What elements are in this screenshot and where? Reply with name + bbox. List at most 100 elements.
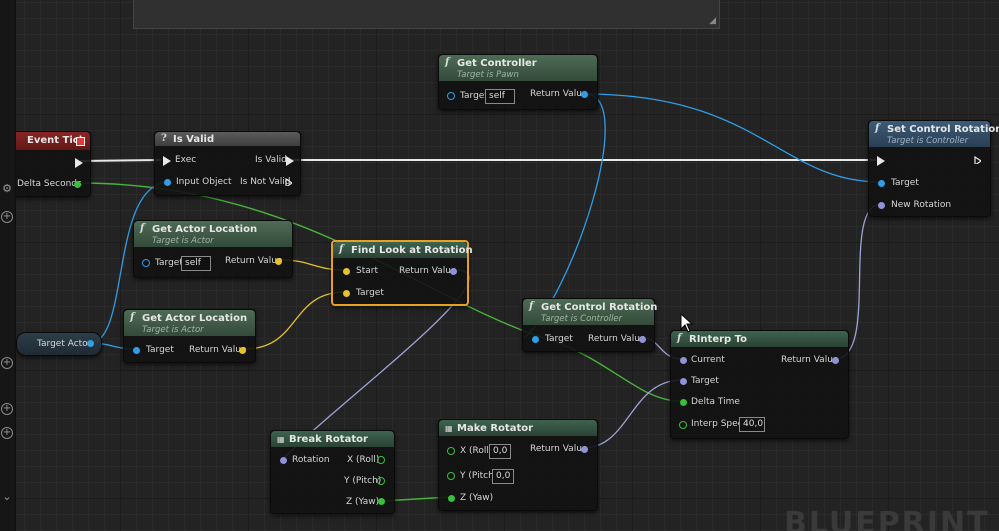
pin-label: Return Value xyxy=(588,334,646,344)
return-value-pin[interactable] xyxy=(639,336,646,343)
find-look-at-rotation-node[interactable]: f Find Look at Rotation Start Return Val… xyxy=(331,240,473,306)
z-yaw-pin[interactable] xyxy=(378,498,385,505)
pin-label: Target xyxy=(155,258,183,268)
target-actor-variable-node[interactable]: Target Actor xyxy=(16,332,102,356)
pin-label: Z (Yaw) xyxy=(460,493,494,503)
pin-label: Target xyxy=(545,334,573,344)
set-control-rotation-node[interactable]: f Set Control Rotation Target is Control… xyxy=(868,120,999,217)
comment-box[interactable]: ◢ xyxy=(133,0,720,29)
get-control-rotation-node[interactable]: f Get Control Rotation Target is Control… xyxy=(522,298,658,352)
z-yaw-pin[interactable] xyxy=(448,495,455,502)
pin-label: Interp Speed xyxy=(691,419,749,429)
get-actor-location-node-2[interactable]: f Get Actor Location Target is Actor Tar… xyxy=(123,309,256,363)
wire-delta-seconds xyxy=(78,182,681,402)
get-controller-node[interactable]: f Get Controller Target is Pawn Target s… xyxy=(438,54,598,110)
delta-seconds-pin[interactable] xyxy=(74,181,81,188)
x-roll-pin[interactable] xyxy=(447,447,455,455)
break-rotator-node[interactable]: ▦ Break Rotator Rotation X (Roll) Y (Pit… xyxy=(270,430,395,514)
pin-label: Return Value xyxy=(225,256,283,266)
target-pin[interactable] xyxy=(133,347,140,354)
node-title: Break Rotator xyxy=(289,434,368,445)
is-valid-node[interactable]: ?Is Valid Exec Is Valid Input Object Is … xyxy=(154,131,301,196)
node-title: Get Actor Location xyxy=(152,224,258,235)
function-icon: f xyxy=(140,223,145,234)
gear-icon[interactable]: ⚙ xyxy=(2,182,12,195)
make-rotator-node[interactable]: ▦ Make Rotator X (Roll) 0,0 Return Value… xyxy=(438,419,598,511)
current-pin[interactable] xyxy=(680,357,687,364)
pin-label: Is Valid xyxy=(255,155,287,165)
pin-label: Target xyxy=(356,288,384,298)
function-icon: f xyxy=(445,57,450,68)
return-value-pin[interactable] xyxy=(275,258,282,265)
pin-label: Y (Pitch) xyxy=(344,476,382,486)
interp-speed-field[interactable]: 40,0 xyxy=(739,417,765,432)
target-actor-out-pin[interactable] xyxy=(87,340,94,347)
target-pin[interactable] xyxy=(878,180,885,187)
input-object-pin[interactable] xyxy=(164,179,171,186)
node-title: Get Controller xyxy=(457,58,537,69)
target-self-field[interactable]: self xyxy=(485,89,515,104)
pin-label: Is Not Valid xyxy=(240,177,291,187)
pin-label: Return Value xyxy=(530,89,588,99)
y-pitch-pin[interactable] xyxy=(377,477,385,485)
add-icon[interactable]: + xyxy=(1,403,13,415)
x-roll-field[interactable]: 0,0 xyxy=(489,444,511,459)
resize-grip-icon[interactable]: ◢ xyxy=(709,16,716,26)
interp-speed-pin[interactable] xyxy=(679,421,687,429)
target-pin[interactable] xyxy=(447,92,455,100)
exec-out-pin[interactable] xyxy=(75,158,83,168)
target-pin[interactable] xyxy=(343,290,350,297)
node-title: Event Tick xyxy=(27,135,86,146)
return-value-pin[interactable] xyxy=(832,357,839,364)
pin-label: Target xyxy=(146,345,174,355)
node-title: Get Control Rotation xyxy=(541,302,658,313)
target-pin[interactable] xyxy=(142,259,150,267)
blueprint-watermark: BLUEPRINT xyxy=(784,506,990,531)
event-tick-node[interactable]: Event Tick Delta Seconds xyxy=(12,131,91,197)
rinterp-to-node[interactable]: f RInterp To Current Return Value Target… xyxy=(670,330,849,439)
target-self-field[interactable]: self xyxy=(181,256,211,271)
add-icon[interactable]: + xyxy=(1,357,13,369)
target-pin[interactable] xyxy=(680,378,687,385)
pin-label: Target xyxy=(460,91,488,101)
pin-label: New Rotation xyxy=(891,200,952,210)
pin-label: Input Object xyxy=(176,177,232,187)
node-title: RInterp To xyxy=(689,334,748,345)
question-icon: ? xyxy=(161,133,167,144)
function-icon: f xyxy=(339,244,344,255)
return-value-pin[interactable] xyxy=(581,91,588,98)
rotation-pin[interactable] xyxy=(280,457,287,464)
pin-label: Target xyxy=(691,376,719,386)
pin-label: Z (Yaw) xyxy=(346,497,380,507)
is-not-valid-exec-out-pin[interactable] xyxy=(285,178,292,186)
target-pin[interactable] xyxy=(532,336,539,343)
add-icon[interactable]: + xyxy=(1,427,13,439)
exec-in-pin[interactable] xyxy=(163,156,171,166)
wire-loc2-target xyxy=(244,291,346,350)
y-pitch-field[interactable]: 0,0 xyxy=(492,469,514,484)
function-icon: f xyxy=(875,123,880,134)
delta-time-pin[interactable] xyxy=(680,399,687,406)
is-valid-exec-out-pin[interactable] xyxy=(286,156,294,166)
chevron-down-icon[interactable]: ⌄ xyxy=(2,490,12,503)
start-pin[interactable] xyxy=(343,268,350,275)
exec-out-pin[interactable] xyxy=(974,156,981,164)
new-rotation-pin[interactable] xyxy=(878,202,885,209)
return-value-pin[interactable] xyxy=(239,347,246,354)
variable-name: Target Actor xyxy=(37,339,92,349)
x-roll-pin[interactable] xyxy=(377,456,385,464)
add-icon[interactable]: + xyxy=(1,211,13,223)
function-icon: f xyxy=(529,301,534,312)
get-actor-location-node[interactable]: f Get Actor Location Target is Actor Tar… xyxy=(133,220,293,278)
y-pitch-pin[interactable] xyxy=(447,472,455,480)
return-value-pin[interactable] xyxy=(581,446,588,453)
node-title: Set Control Rotation xyxy=(887,124,999,135)
left-toolbar: ⚙ + + + + ⌄ xyxy=(0,0,16,531)
pin-label: Delta Seconds xyxy=(17,179,82,189)
break-icon: ▦ xyxy=(277,434,285,444)
exec-in-pin[interactable] xyxy=(877,156,885,166)
pin-label: Return Value xyxy=(399,266,457,276)
return-value-pin[interactable] xyxy=(450,268,457,275)
node-subtitle: Target is Controller xyxy=(887,136,969,146)
